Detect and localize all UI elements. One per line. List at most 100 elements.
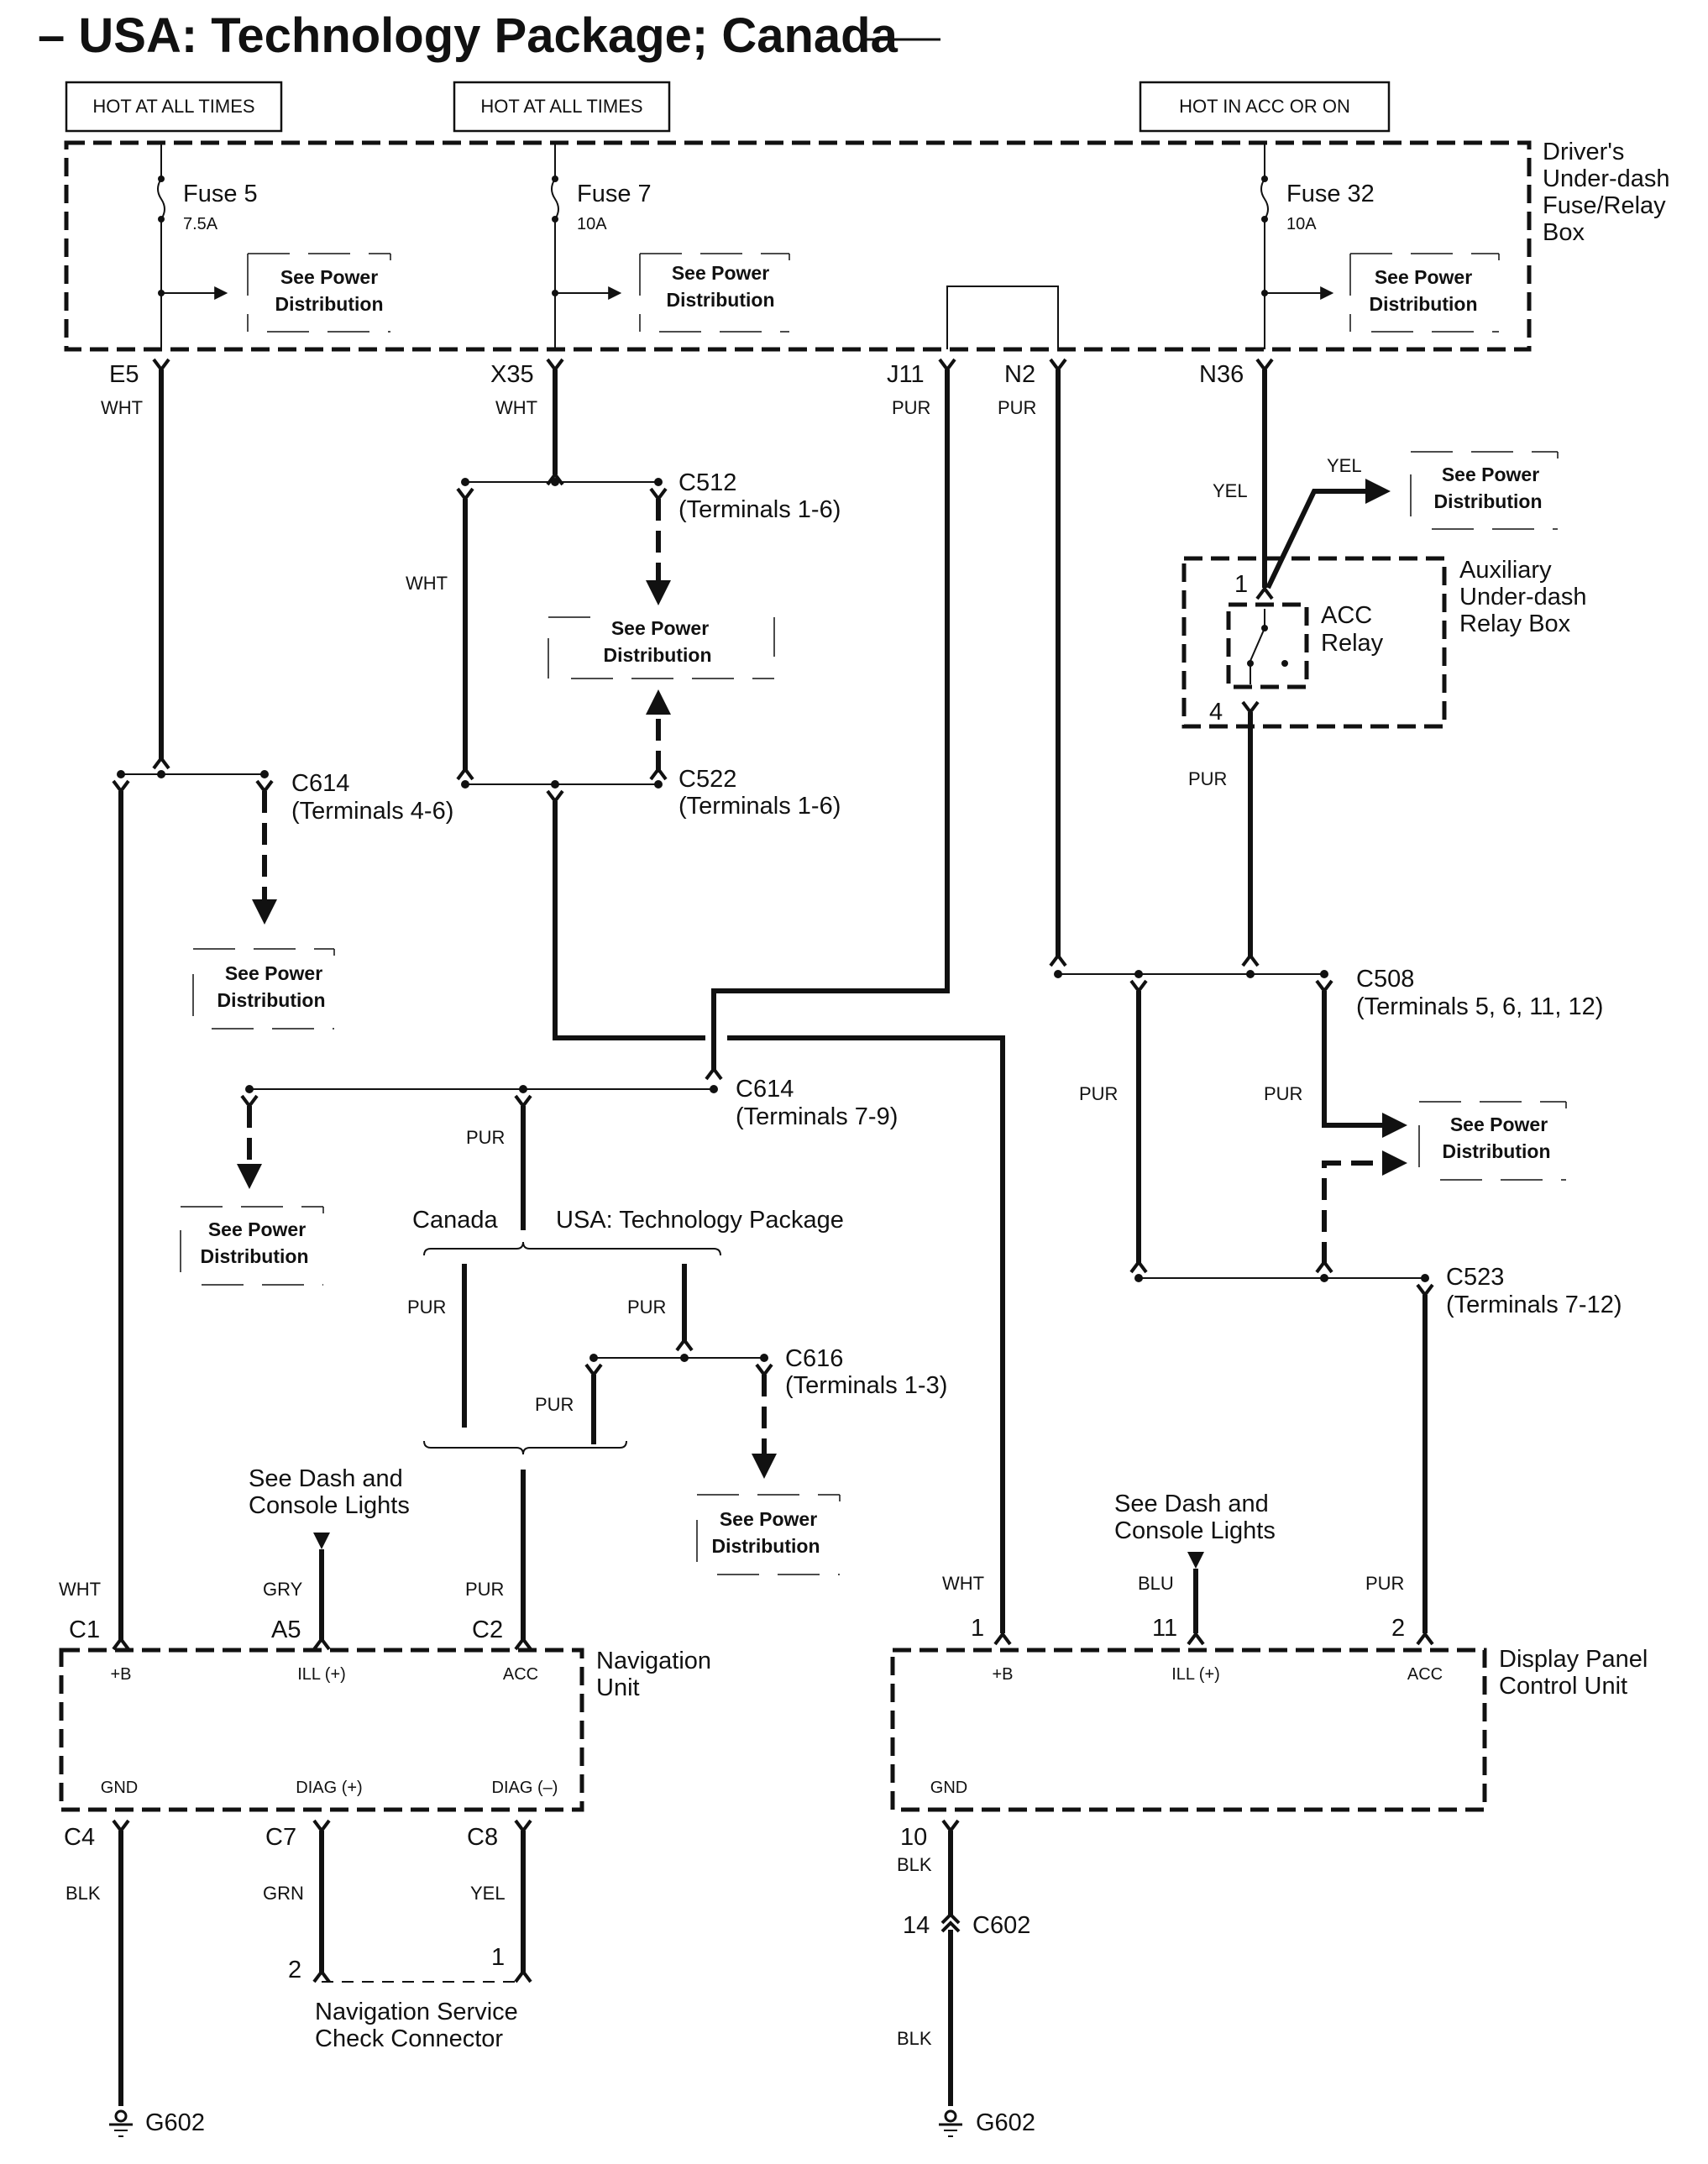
wire-color-label: YEL: [1213, 480, 1248, 501]
svg-text:Box: Box: [1543, 219, 1585, 246]
pin-2: 2: [1391, 1615, 1405, 1642]
fuse-icon: [157, 178, 165, 220]
wire-color-label: PUR: [1079, 1083, 1118, 1104]
svg-text:Distribution: Distribution: [666, 289, 774, 311]
source-label: HOT IN ACC OR ON: [1179, 96, 1350, 117]
display-unit-outline: [890, 1648, 1487, 1812]
fuse-box-name: Driver's Under-dash Fuse/Relay Box: [1543, 139, 1670, 246]
relay-pin-4: 4: [1209, 699, 1223, 726]
connector-c522-name: C522: [678, 766, 736, 793]
source-box-2: HOT AT ALL TIMES: [453, 81, 671, 133]
pin-c8: C8: [467, 1824, 498, 1851]
dash-lights-ref-line1[interactable]: See Dash and: [1114, 1491, 1269, 1517]
see-power-distribution-ref[interactable]: See Power Distribution: [1349, 253, 1500, 333]
wire-color-label: PUR: [892, 397, 930, 418]
connector-c614-name: C614: [291, 770, 349, 797]
pin-function: +B: [110, 1665, 131, 1684]
wire-color-label: PUR: [466, 1127, 505, 1148]
wire-yel-branch: [1265, 479, 1391, 589]
svg-text:Auxiliary: Auxiliary: [1459, 557, 1552, 584]
svg-text:See Power: See Power: [672, 262, 769, 284]
wire-color-label: BLK: [897, 2028, 932, 2049]
diagram-title: – USA: Technology Package; Canada: [38, 8, 899, 63]
navigation-unit-name: Unit: [596, 1674, 640, 1701]
pin-function: ACC: [1407, 1665, 1443, 1684]
see-power-distribution-ref[interactable]: See Power Distribution: [639, 253, 790, 333]
see-power-distribution-ref[interactable]: See Power Distribution: [192, 948, 335, 1030]
arrow-down-icon: [1187, 1552, 1204, 1569]
connector-c614-terminals: (Terminals 4-6): [291, 798, 453, 825]
wire-color-label: BLK: [897, 1854, 932, 1875]
pin-11: 11: [1152, 1615, 1177, 1642]
wire-color-label: WHT: [942, 1573, 984, 1594]
wire-color-label: PUR: [998, 397, 1036, 418]
dash-lights-ref-line2[interactable]: Console Lights: [249, 1492, 410, 1519]
service-connector-name: Check Connector: [315, 2025, 503, 2052]
connector-c614b-terminals: (Terminals 7-9): [736, 1103, 898, 1130]
pin-function: GND: [930, 1779, 967, 1797]
wire-color-label: GRN: [263, 1883, 304, 1904]
wire-color-label: WHT: [59, 1579, 101, 1600]
service-pin-2: 2: [288, 1957, 301, 1983]
variant-brace-bottom: [423, 1440, 627, 1455]
fuse-name: Fuse 32: [1286, 181, 1375, 207]
see-power-distribution-ref[interactable]: See Power Distribution: [180, 1206, 324, 1286]
fuse-rating: 10A: [577, 215, 607, 233]
svg-text:Distribution: Distribution: [1433, 490, 1542, 512]
wire-color-label: YEL: [470, 1883, 506, 1904]
see-power-distribution-ref[interactable]: See Power Distribution: [247, 253, 391, 333]
source-label: HOT AT ALL TIMES: [480, 96, 642, 117]
pin-function: ILL (+): [1171, 1665, 1220, 1684]
svg-text:Relay Box: Relay Box: [1459, 610, 1571, 637]
svg-text:Distribution: Distribution: [275, 293, 383, 315]
svg-text:ACC: ACC: [1321, 602, 1372, 629]
wire-color-label: PUR: [465, 1579, 504, 1600]
svg-text:Distribution: Distribution: [1369, 293, 1477, 315]
pin-c1: C1: [69, 1616, 100, 1643]
relay-pin-1: 1: [1234, 571, 1248, 598]
svg-text:See Power: See Power: [720, 1508, 817, 1530]
terminal-j11: J11: [887, 361, 925, 388]
fuse-rating: 10A: [1286, 215, 1317, 233]
terminal-n2: N2: [1004, 361, 1035, 388]
pin-c4: C4: [64, 1824, 95, 1851]
wire-to-power-dist: [1322, 1150, 1407, 1264]
pin-function: +B: [992, 1665, 1013, 1684]
wire-color-label: PUR: [407, 1297, 446, 1318]
dash-lights-ref-line1[interactable]: See Dash and: [249, 1465, 403, 1492]
see-power-distribution-ref[interactable]: See Power Distribution: [1418, 1101, 1567, 1181]
wire-j11-pur: [711, 369, 950, 1071]
wire-display-b-wht: [553, 801, 705, 1040]
wire-color-label: BLU: [1138, 1573, 1174, 1594]
fuse-name: Fuse 7: [577, 181, 652, 207]
service-connector-name: Navigation Service: [315, 1999, 518, 2025]
terminal-x35: X35: [490, 361, 534, 388]
fuse-name: Fuse 5: [183, 181, 258, 207]
service-pin-1: 1: [491, 1944, 505, 1971]
svg-text:Under-dash: Under-dash: [1543, 165, 1670, 192]
svg-text:See Power: See Power: [1450, 1113, 1548, 1135]
see-power-distribution-ref[interactable]: See Power Distribution: [1410, 451, 1559, 530]
see-power-distribution-ref[interactable]: See Power Distribution: [696, 1494, 841, 1575]
svg-text:Distribution: Distribution: [711, 1535, 820, 1557]
dash-lights-ref-line2[interactable]: Console Lights: [1114, 1517, 1276, 1544]
pin-10: 10: [900, 1824, 927, 1851]
pin-a5: A5: [271, 1616, 301, 1643]
wire-color-label: WHT: [495, 397, 537, 418]
wire-color-label: GRY: [263, 1579, 303, 1600]
pin-function: DIAG (+): [296, 1779, 362, 1797]
fuse-7: Fuse 7 10A: [551, 143, 652, 349]
pin-function: DIAG (–): [492, 1779, 558, 1797]
svg-text:See Power: See Power: [225, 962, 322, 984]
pin-function: GND: [101, 1779, 138, 1797]
svg-text:See Power: See Power: [208, 1218, 306, 1240]
relay-switch-icon: [1250, 627, 1265, 662]
svg-text:See Power: See Power: [1442, 464, 1539, 485]
connector-c614b-name: C614: [736, 1076, 794, 1103]
fuse-rating: 7.5A: [183, 215, 218, 233]
connector-c508-name: C508: [1356, 966, 1414, 993]
fuse-32: Fuse 32 10A: [1260, 143, 1375, 349]
see-power-distribution-ref[interactable]: See Power Distribution: [548, 616, 775, 679]
display-unit-name: Display Panel: [1499, 1646, 1648, 1673]
